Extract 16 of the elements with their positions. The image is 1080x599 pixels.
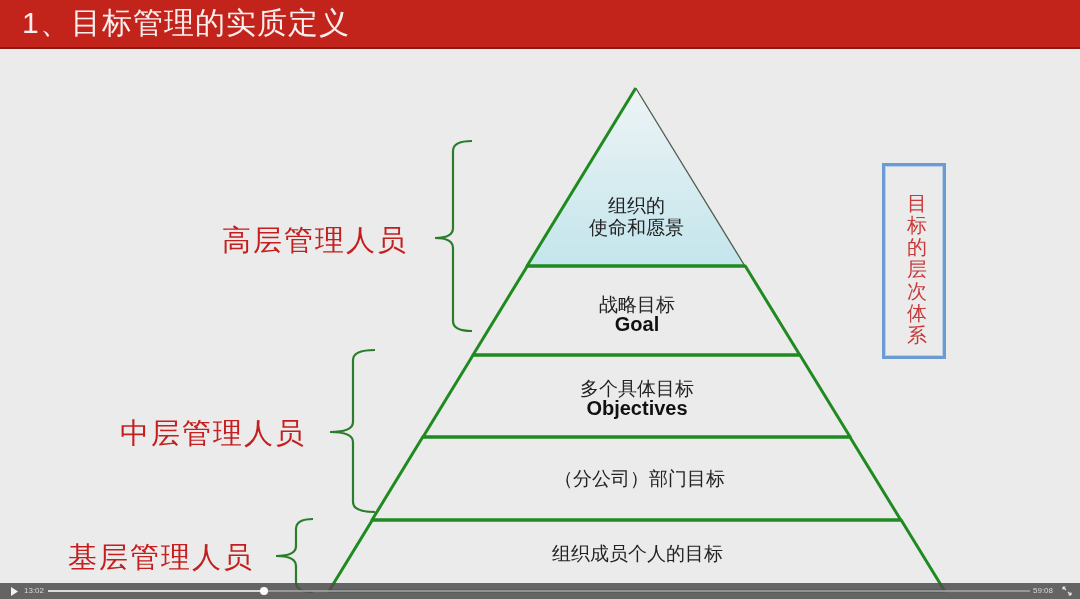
slide-title: 1、目标管理的实质定义 bbox=[22, 5, 350, 41]
time-label: 59:08 bbox=[1033, 586, 1054, 596]
time-label: 13:02 bbox=[24, 586, 45, 596]
layer-label: 组织成员个人的目标 bbox=[552, 543, 724, 563]
management-level-label: 基层管理人员 bbox=[68, 540, 254, 574]
layer-label: 组织的使命和愿景 bbox=[588, 194, 686, 238]
english-term: Goal bbox=[614, 314, 660, 334]
management-level-label: 高层管理人员 bbox=[222, 223, 408, 257]
layer-label: 多个具体目标 bbox=[580, 378, 694, 398]
layer-label: （分公司）部门目标 bbox=[554, 468, 726, 488]
english-term: Objectives bbox=[586, 398, 688, 418]
label-box bbox=[882, 163, 946, 359]
layer-label: 战略目标 bbox=[599, 294, 675, 314]
management-level-label: 中层管理人员 bbox=[120, 416, 306, 450]
vertical-title: 目标的层次体系 bbox=[907, 192, 927, 346]
pyramid-layer bbox=[419, 352, 853, 440]
